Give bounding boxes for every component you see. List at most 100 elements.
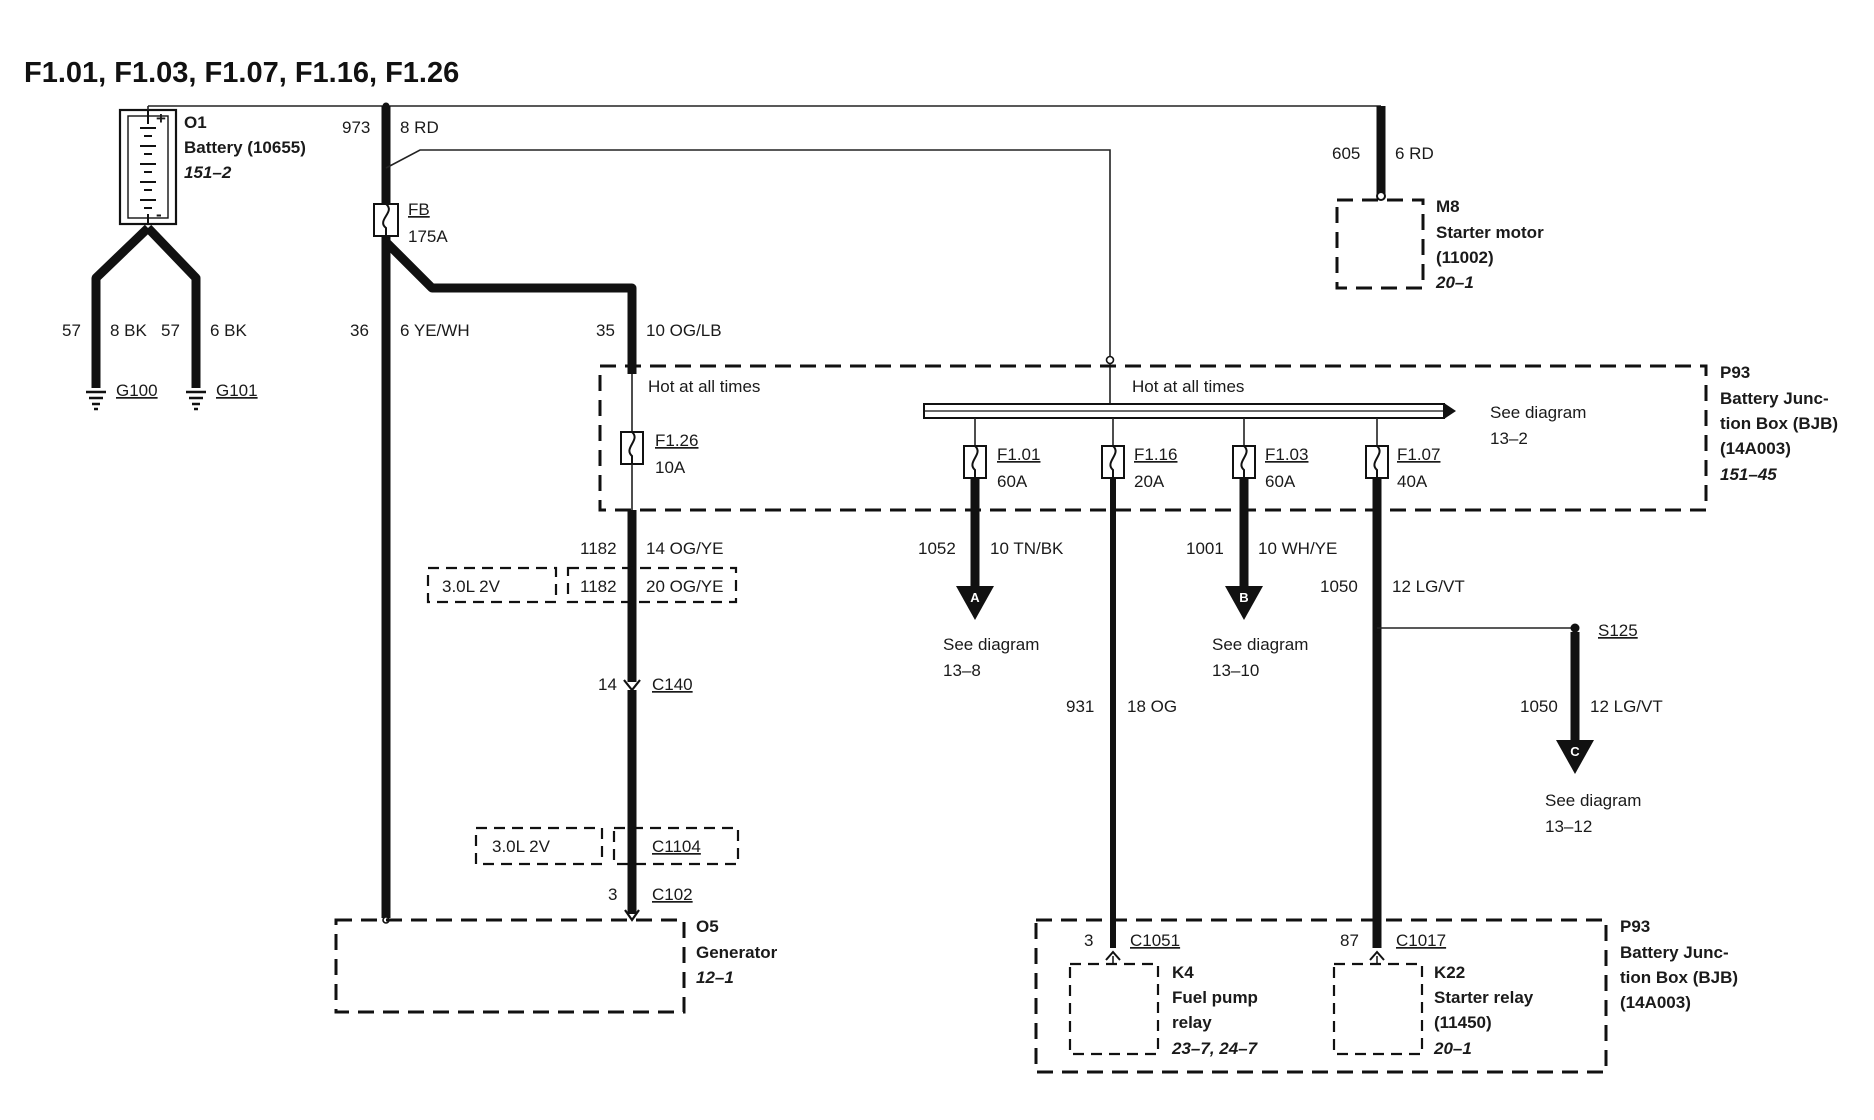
ground-wire-g100 [91, 224, 152, 388]
relay-k22-line2: (11450) [1434, 1013, 1492, 1032]
bjb-hot-left: Hot at all times [648, 377, 760, 396]
wire-1050-color: 12 LG/VT [1392, 577, 1465, 596]
out-a-ref: 13–8 [943, 661, 981, 680]
wire-35 [382, 238, 637, 374]
bjb-top-box [598, 364, 1708, 512]
arrow-c-letter: C [1570, 744, 1580, 759]
fuse-f101-rating: 60A [997, 472, 1028, 491]
c102-label: C102 [652, 885, 693, 904]
fuse-icon [373, 203, 399, 237]
g100-circuit: 57 [62, 321, 81, 340]
starter-motor-box [1335, 198, 1425, 290]
bjb-top-id: P93 [1720, 363, 1750, 382]
connector-icon [624, 909, 640, 922]
diagram-title: F1.01, F1.03, F1.07, F1.16, F1.26 [24, 57, 459, 89]
fuse-fb-rating: 175A [408, 227, 448, 246]
g101-circuit: 57 [161, 321, 180, 340]
battery-plus: + [156, 109, 166, 128]
relay-k22-line1: Starter relay [1434, 988, 1534, 1007]
bjb-top-line1: Battery Junc- [1720, 389, 1829, 408]
bjb-bottom-id: P93 [1620, 917, 1650, 936]
battery-id: O1 [184, 113, 207, 132]
battery-name: Battery (10655) [184, 138, 306, 157]
starter-motor-line1: Starter motor [1436, 223, 1544, 242]
out-a-see: See diagram [943, 635, 1039, 654]
wire-35-circuit: 35 [596, 321, 615, 340]
fuse-f116-rating: 20A [1134, 472, 1165, 491]
generator-ref: 12–1 [696, 968, 734, 987]
fuse-f101-name: F1.01 [997, 445, 1040, 464]
option2-engine-label: 3.0L 2V [492, 837, 551, 856]
fuse-f103-group [1232, 418, 1256, 479]
ground-icon [186, 390, 206, 411]
bjb-bottom-line3: (14A003) [1620, 993, 1691, 1012]
fuse-f101-group [963, 418, 987, 479]
relay-k4-line1: Fuel pump [1172, 988, 1258, 1007]
generator-name: Generator [696, 943, 778, 962]
out-b-see: See diagram [1212, 635, 1308, 654]
relay-k22-id: K22 [1434, 963, 1465, 982]
g100-wire: 8 BK [110, 321, 148, 340]
generator-id: O5 [696, 917, 719, 936]
battery-minus: - [156, 205, 162, 224]
wire-605-color: 6 RD [1395, 144, 1434, 163]
option-circuit: 1182 [580, 577, 617, 596]
wire-605-circuit: 605 [1332, 144, 1360, 163]
wire-36-circuit: 36 [350, 321, 369, 340]
fuse-f126-rating: 10A [655, 458, 686, 477]
bjb-bottom-line2: tion Box (BJB) [1620, 968, 1738, 987]
fuse-f116-group [1101, 418, 1125, 479]
out-b-ref: 13–10 [1212, 661, 1259, 680]
c140-label: C140 [652, 675, 693, 694]
option-box-alt-wire [566, 566, 738, 604]
option-box-c1104 [612, 826, 740, 866]
c1104-label: C1104 [652, 837, 701, 856]
option-box-engine-2 [474, 826, 604, 866]
wire-1182-color: 14 OG/YE [646, 539, 723, 558]
relay-k4-line2: relay [1172, 1013, 1212, 1032]
wire-1001-color: 10 WH/YE [1258, 539, 1337, 558]
wire-931-circuit: 931 [1066, 697, 1094, 716]
splice-name: S125 [1598, 621, 1638, 640]
option-wire: 20 OG/YE [646, 577, 723, 596]
bus-feed-thin-wire [385, 149, 1111, 360]
wire-973-color: 8 RD [400, 118, 439, 137]
ground-icon [86, 390, 106, 411]
wire-35-color: 10 OG/LB [646, 321, 722, 340]
c1051-pin: 3 [1084, 931, 1093, 950]
out-c-see: See diagram [1545, 791, 1641, 810]
battery-ref: 151–2 [184, 163, 232, 182]
arrow-a-icon [956, 586, 994, 620]
wire-1052-color: 10 TN/BK [990, 539, 1064, 558]
wire-1050-circuit: 1050 [1320, 577, 1358, 596]
option-engine-label: 3.0L 2V [442, 577, 501, 596]
c1051-label: C1051 [1130, 931, 1180, 950]
splice-circuit: 1050 [1520, 697, 1558, 716]
option-box-engine [426, 566, 558, 604]
wire-931-color: 18 OG [1127, 697, 1177, 716]
connector-icon [1369, 950, 1385, 961]
relay-k4-ref: 23–7, 24–7 [1171, 1039, 1259, 1058]
starter-motor-line2: (11002) [1436, 248, 1494, 267]
c102-pin: 3 [608, 885, 617, 904]
fuse-f116-name: F1.16 [1134, 445, 1177, 464]
wire-1052-circuit: 1052 [918, 539, 956, 558]
connector-icon [1105, 950, 1121, 961]
starter-motor-ref: 20–1 [1435, 273, 1474, 292]
wire-36-color: 6 YE/WH [400, 321, 470, 340]
bjb-top-line2: tion Box (BJB) [1720, 414, 1838, 433]
fuse-f126-name: F1.26 [655, 431, 698, 450]
fuse-fb-name: FB [408, 200, 430, 219]
battery-symbol [118, 108, 178, 226]
g101-wire: 6 BK [210, 321, 248, 340]
splice-dot [1570, 623, 1580, 633]
wire-1001-circuit: 1001 [1186, 539, 1224, 558]
c1017-pin: 87 [1340, 931, 1359, 950]
arrow-b-letter: B [1239, 590, 1248, 605]
relay-k4-box [1068, 962, 1160, 1056]
arrow-a-letter: A [970, 590, 980, 605]
bjb-bottom-box [1034, 918, 1608, 1074]
ground-wire-g101 [144, 224, 201, 388]
bjb-see-ref: 13–2 [1490, 429, 1528, 448]
generator-box [334, 918, 686, 1014]
